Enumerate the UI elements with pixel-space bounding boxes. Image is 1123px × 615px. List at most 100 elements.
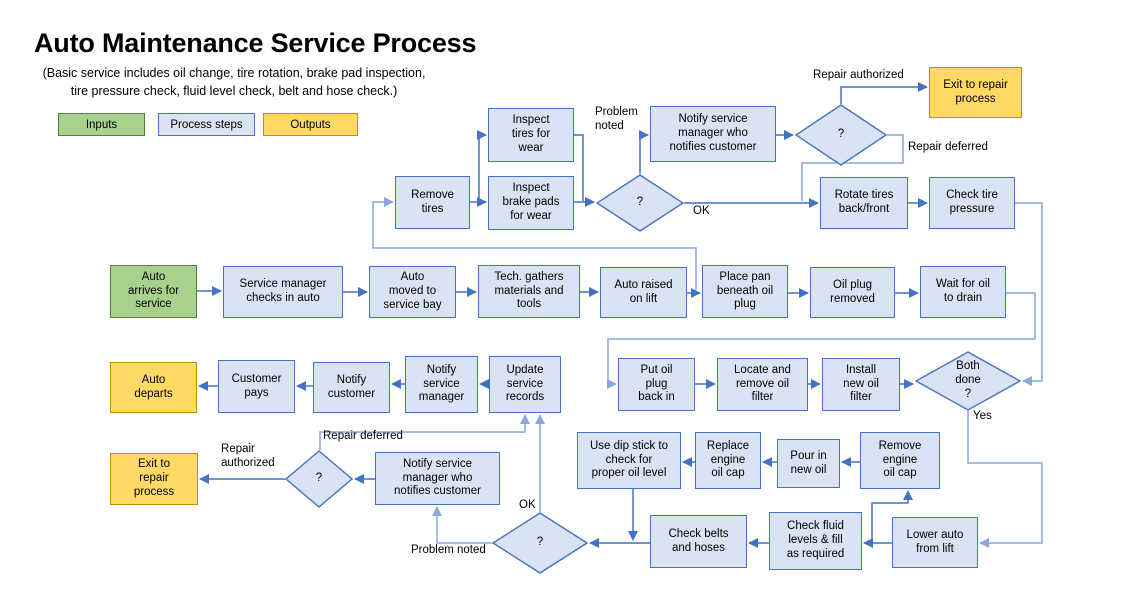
node-label-replace-cap: Replace engine oil cap bbox=[706, 439, 750, 480]
edge-tires-inspect-to-decision bbox=[574, 134, 584, 201]
node-label-inspect-tires: Inspect tires for wear bbox=[511, 114, 551, 154]
node-label-auto-raised: Auto raised on lift bbox=[614, 278, 673, 305]
node-label-check-pressure: Check tire pressure bbox=[946, 189, 998, 215]
node-notify-svc-mgr: Notify service manager bbox=[405, 356, 478, 413]
node-remove-tires: Remove tires bbox=[395, 176, 470, 229]
node-inspect-tires: Inspect tires for wear bbox=[488, 108, 574, 162]
edge-label-problem-noted-bottom: Problem noted bbox=[411, 544, 486, 556]
diamond-shape-decision-both-done bbox=[915, 351, 1021, 411]
node-label-update-records: Update service records bbox=[505, 363, 545, 404]
node-label-use-dipstick: Use dip stick to check for proper oil le… bbox=[590, 439, 668, 480]
edge-label-problem-noted-top: Problem noted bbox=[595, 106, 638, 132]
node-label-customer-pays: Customer pays bbox=[231, 372, 282, 399]
node-auto-raised: Auto raised on lift bbox=[600, 267, 687, 318]
node-put-oil-plug: Put oil plug back in bbox=[618, 358, 695, 411]
node-label-decision-tire: ? bbox=[636, 196, 644, 209]
node-remove-cap: Remove engine oil cap bbox=[860, 432, 940, 489]
subtitle-line-1: (Basic service includes oil change, tire… bbox=[42, 66, 426, 80]
edge-label-repair-authorized-bottom: Repair authorized bbox=[221, 443, 275, 469]
edge-wait-to-put-plug bbox=[607, 292, 1036, 389]
node-label-rotate-tires: Rotate tires back/front bbox=[834, 189, 894, 215]
node-place-pan: Place pan beneath oil plug bbox=[702, 265, 788, 318]
node-inspect-brakes: Inspect brake pads for wear bbox=[488, 176, 574, 230]
node-exit-repair-bottom: Exit to repair process bbox=[110, 453, 198, 505]
node-locate-filter: Locate and remove oil filter bbox=[717, 358, 808, 411]
edge-final-problem-to-notify-bottom bbox=[432, 506, 492, 544]
edge-remove-to-tires-inspect bbox=[477, 130, 487, 202]
node-wait-oil-drain: Wait for oil to drain bbox=[920, 266, 1006, 318]
legend-outputs: Outputs bbox=[263, 113, 358, 136]
node-label-lower-auto: Lower auto from lift bbox=[906, 528, 964, 555]
node-label-auto-departs: Auto departs bbox=[134, 373, 173, 400]
node-update-records: Update service records bbox=[489, 356, 561, 413]
node-label-decision-both-done: Both done ? bbox=[955, 360, 981, 400]
node-auto-arrives: Auto arrives for service bbox=[110, 265, 197, 318]
node-label-decision-authorize-top: ? bbox=[837, 128, 845, 141]
node-label-place-pan: Place pan beneath oil plug bbox=[716, 270, 774, 311]
node-replace-cap: Replace engine oil cap bbox=[695, 432, 761, 489]
node-notify-mgr-bottom: Notify service manager who notifies cust… bbox=[375, 452, 500, 505]
edge-label-repair-deferred-bottom: Repair deferred bbox=[323, 430, 403, 442]
node-label-decision-final: ? bbox=[536, 536, 544, 549]
edge-pressure-to-both-done bbox=[1015, 202, 1043, 386]
edge-label-repair-authorized-top: Repair authorized bbox=[813, 69, 904, 81]
node-pour-oil: Pour in new oil bbox=[777, 439, 840, 488]
page-title: Auto Maintenance Service Process bbox=[34, 28, 477, 58]
node-label-notify-mgr-top: Notify service manager who notifies cust… bbox=[669, 113, 757, 153]
edge-tire-decision-problem-to-notify bbox=[639, 130, 649, 174]
node-check-belts: Check belts and hoses bbox=[650, 515, 747, 568]
node-lower-auto: Lower auto from lift bbox=[892, 517, 978, 568]
edge-both-done-yes-to-lower bbox=[967, 411, 1043, 548]
node-tech-gathers: Tech. gathers materials and tools bbox=[478, 265, 580, 318]
node-check-pressure: Check tire pressure bbox=[929, 177, 1015, 229]
node-label-svc-mgr-checks: Service manager checks in auto bbox=[239, 278, 327, 304]
node-label-remove-tires: Remove tires bbox=[411, 188, 454, 215]
node-auto-departs: Auto departs bbox=[110, 362, 197, 413]
edge-label-yes-both-done: Yes bbox=[973, 410, 992, 422]
node-svc-mgr-checks: Service manager checks in auto bbox=[223, 266, 343, 318]
node-label-tech-gathers: Tech. gathers materials and tools bbox=[494, 270, 564, 311]
node-customer-pays: Customer pays bbox=[218, 360, 295, 413]
node-label-auto-moved: Auto moved to service bay bbox=[383, 271, 442, 311]
node-decision-both-done: Both done ? bbox=[915, 351, 1021, 411]
edge-deferred-to-rotate bbox=[801, 134, 904, 201]
node-label-notify-mgr-bottom: Notify service manager who notifies cust… bbox=[394, 457, 481, 498]
page-subtitle: (Basic service includes oil change, tire… bbox=[28, 64, 440, 100]
legend-process-steps-label: Process steps bbox=[170, 118, 243, 131]
edge-lower-branch-to-remove-cap bbox=[871, 490, 913, 543]
node-notify-mgr-top: Notify service manager who notifies cust… bbox=[650, 106, 776, 162]
node-label-remove-cap: Remove engine oil cap bbox=[878, 439, 922, 480]
edge-deferred-to-records bbox=[319, 414, 530, 450]
node-label-check-belts: Check belts and hoses bbox=[668, 527, 729, 554]
diamond-shape-decision-final bbox=[492, 512, 588, 574]
node-label-exit-repair-top: Exit to repair process bbox=[943, 78, 1008, 105]
node-oil-plug-removed: Oil plug removed bbox=[810, 267, 895, 318]
legend-process-steps: Process steps bbox=[158, 113, 255, 136]
diamond-shape-decision-authorize-top bbox=[795, 104, 887, 166]
subtitle-line-2: tire pressure check, fluid level check, … bbox=[70, 84, 398, 99]
legend-outputs-label: Outputs bbox=[290, 118, 331, 131]
edge-authorized-to-exit-top bbox=[840, 82, 928, 104]
node-label-decision-authorize-bottom: ? bbox=[315, 472, 323, 485]
node-label-notify-svc-mgr: Notify service manager bbox=[418, 363, 465, 404]
node-decision-tire: ? bbox=[596, 174, 684, 232]
node-label-install-filter: Install new oil filter bbox=[843, 363, 879, 404]
node-install-filter: Install new oil filter bbox=[822, 358, 900, 411]
node-decision-authorize-bottom: ? bbox=[285, 450, 353, 508]
node-label-oil-plug-removed: Oil plug removed bbox=[830, 278, 875, 305]
node-rotate-tires: Rotate tires back/front bbox=[820, 177, 908, 229]
diamond-shape-decision-authorize-bottom bbox=[285, 450, 353, 508]
node-auto-moved: Auto moved to service bay bbox=[369, 266, 456, 318]
node-label-notify-customer: Notify customer bbox=[327, 373, 376, 400]
node-decision-final: ? bbox=[492, 512, 588, 574]
node-label-put-oil-plug: Put oil plug back in bbox=[638, 363, 675, 404]
node-label-wait-oil-drain: Wait for oil to drain bbox=[936, 278, 990, 304]
node-label-check-fluids: Check fluid levels & fill as required bbox=[786, 520, 845, 560]
node-notify-customer: Notify customer bbox=[313, 362, 390, 413]
node-label-exit-repair-bottom: Exit to repair process bbox=[133, 458, 175, 498]
node-label-auto-arrives: Auto arrives for service bbox=[127, 270, 180, 311]
legend-inputs: Inputs bbox=[58, 113, 145, 136]
node-label-pour-oil: Pour in new oil bbox=[790, 449, 827, 476]
